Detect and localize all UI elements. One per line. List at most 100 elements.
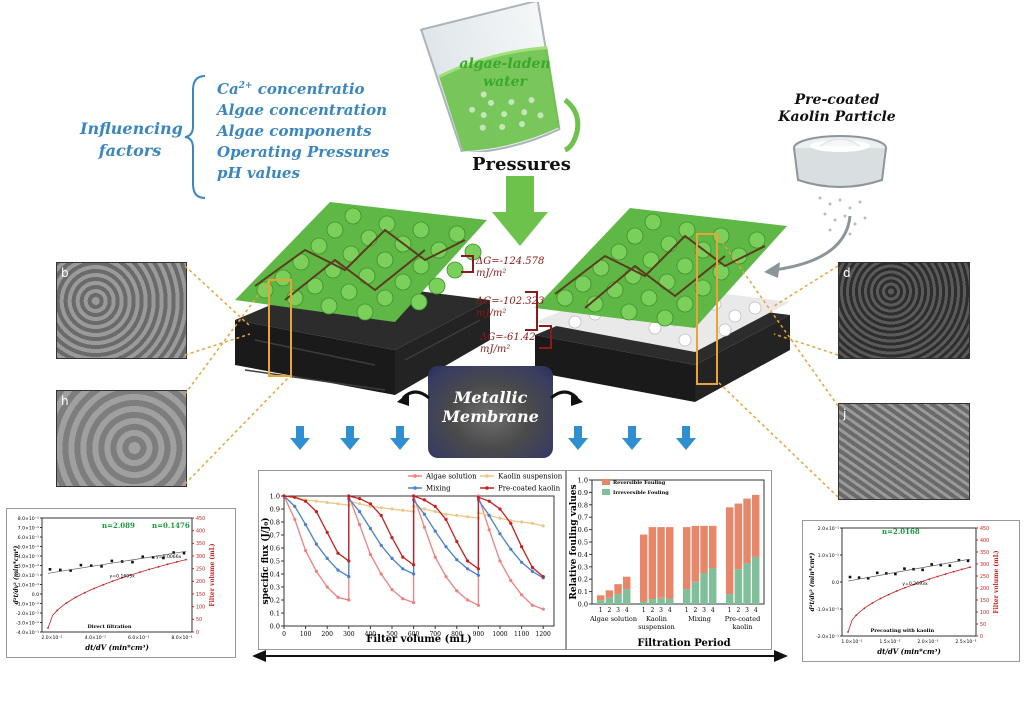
flux-point xyxy=(401,555,405,559)
energy-3-value: ΔG=-61.42 xyxy=(480,332,536,343)
fouling-bar-reversible xyxy=(614,584,622,595)
fouling-bar-tick: 3 xyxy=(659,607,663,614)
left-data-point xyxy=(69,569,72,572)
fouling-ylabel: Relative fouling values xyxy=(569,484,579,599)
fouling-bar-tick: 1 xyxy=(642,607,646,614)
energy-3: ΔG=-61.42 mJ/m² xyxy=(480,332,536,356)
kaolin-label-line1: Pre-coated xyxy=(794,92,880,108)
fouling-bar-tick: 1 xyxy=(685,607,689,614)
flux-point xyxy=(390,507,394,511)
flux-point xyxy=(325,500,329,505)
flux-point xyxy=(530,603,534,607)
flux-xtick-label: 300 xyxy=(343,631,355,638)
right-ytick-label: 0.0 xyxy=(832,580,839,586)
right-data-point xyxy=(866,576,870,580)
fouling-bar-irreversible xyxy=(752,556,760,604)
left-y2label: Filter volume (mL) xyxy=(209,543,216,606)
flux-point xyxy=(325,530,329,534)
right-data-point xyxy=(939,563,943,567)
flux-ytick-label: 0.6 xyxy=(270,545,280,553)
right-filtration-plot: 2.0×10⁻¹1.0×10⁻¹0.0-1.0×10⁻¹-2.0×10⁻¹450… xyxy=(809,526,1000,656)
kaolin-arrow xyxy=(764,215,852,278)
fouling-bar-tick: 3 xyxy=(745,607,749,614)
fouling-legend-swatch-1 xyxy=(602,479,610,485)
flux-point xyxy=(433,504,437,508)
influencing-title-line1: Influencing xyxy=(80,119,183,138)
left-y2tick-label: 300 xyxy=(196,554,205,560)
flux-point xyxy=(358,497,362,501)
fouling-ytick-label: 0.8 xyxy=(578,501,588,509)
sieve-illustration xyxy=(793,135,887,236)
flux-ytick-label: 0.1 xyxy=(270,610,280,618)
left-y2tick-label: 350 xyxy=(196,541,205,547)
fouling-bar-tick: 1 xyxy=(599,607,603,614)
left-y2tick-label: 250 xyxy=(196,566,205,572)
right-xtick-label: 2.0×10⁻¹ xyxy=(917,639,938,645)
beaker-illustration xyxy=(419,2,581,152)
flux-point xyxy=(293,495,297,499)
bottom-double-arrow xyxy=(252,650,788,662)
fouling-bar-irreversible xyxy=(666,599,674,604)
flux-point xyxy=(476,495,480,499)
flux-point xyxy=(530,521,534,525)
flux-xtick-label: 1100 xyxy=(514,631,529,638)
fouling-legend-label-2: Irreversible Fouling xyxy=(613,490,669,496)
right-y2tick-label: 100 xyxy=(980,610,989,616)
flux-legend-label-2: Kaolin suspension xyxy=(498,473,563,481)
flux-point xyxy=(433,529,437,533)
flux-point xyxy=(476,567,480,571)
fouling-bar-reversible xyxy=(666,527,674,600)
factor-algae-components: Algae components xyxy=(217,122,372,140)
factor-ph-values: pH values xyxy=(217,164,300,182)
flux-xtick-label: 700 xyxy=(429,631,441,638)
flux-ytick-label: 0.7 xyxy=(270,532,280,540)
right-y2tick-label: 300 xyxy=(980,562,989,568)
left-ytick-label: -2.0×10⁻¹ xyxy=(16,611,39,617)
left-caption: Direct filtration xyxy=(87,624,131,630)
sem-image-j: j xyxy=(838,403,970,500)
flux-point xyxy=(314,542,318,546)
left-data-point xyxy=(141,555,145,559)
flux-xtick-label: 100 xyxy=(300,631,312,638)
flux-point xyxy=(520,545,524,549)
right-ytick-label: 1.0×10⁻¹ xyxy=(818,553,839,559)
fouling-bar-reversible xyxy=(648,527,657,600)
fouling-bar-reversible xyxy=(734,503,743,570)
fouling-bar-tick: 4 xyxy=(625,607,629,614)
flux-ylabel: specific flux (J/J₀) xyxy=(260,518,271,605)
fouling-bar-reversible xyxy=(700,525,708,573)
flux-xtick-label: 200 xyxy=(321,631,333,638)
flux-point xyxy=(455,589,459,593)
influencing-factors-title: Influencing factors xyxy=(80,118,183,162)
flux-point xyxy=(476,573,480,577)
flux-point xyxy=(368,552,372,557)
flux-ytick-label: 0.4 xyxy=(270,571,280,579)
flux-point xyxy=(293,504,297,508)
fouling-bar-irreversible xyxy=(596,600,605,604)
flux-point xyxy=(368,502,372,506)
right-xtick-label: 1.0×10⁻¹ xyxy=(841,639,862,645)
flux-point xyxy=(520,520,524,524)
left-data-point xyxy=(48,568,52,571)
right-ylabel: d²t/dv² (min*cm⁶) xyxy=(809,553,816,612)
right-y2tick-label: 350 xyxy=(980,550,989,556)
pressures-label: Pressures xyxy=(472,154,571,175)
left-y2tick-label: 50 xyxy=(196,617,202,623)
left-data-point xyxy=(110,559,114,563)
influencing-title-line2: factors xyxy=(98,141,162,160)
flux-point xyxy=(336,595,340,599)
flux-point xyxy=(455,513,459,518)
flux-ytick-label: 0.8 xyxy=(270,519,280,527)
energy-1-value: ΔG=-124.578 xyxy=(476,256,545,267)
flux-point xyxy=(390,536,394,540)
sem-label-b: b xyxy=(61,266,69,280)
flux-point xyxy=(379,506,383,510)
flux-point xyxy=(358,523,362,527)
right-data-point xyxy=(885,572,888,575)
flux-legend-label-3: Mixing xyxy=(426,485,451,493)
membrane-block-left xyxy=(235,202,490,395)
flux-point xyxy=(487,528,491,532)
left-data-point xyxy=(100,565,103,568)
